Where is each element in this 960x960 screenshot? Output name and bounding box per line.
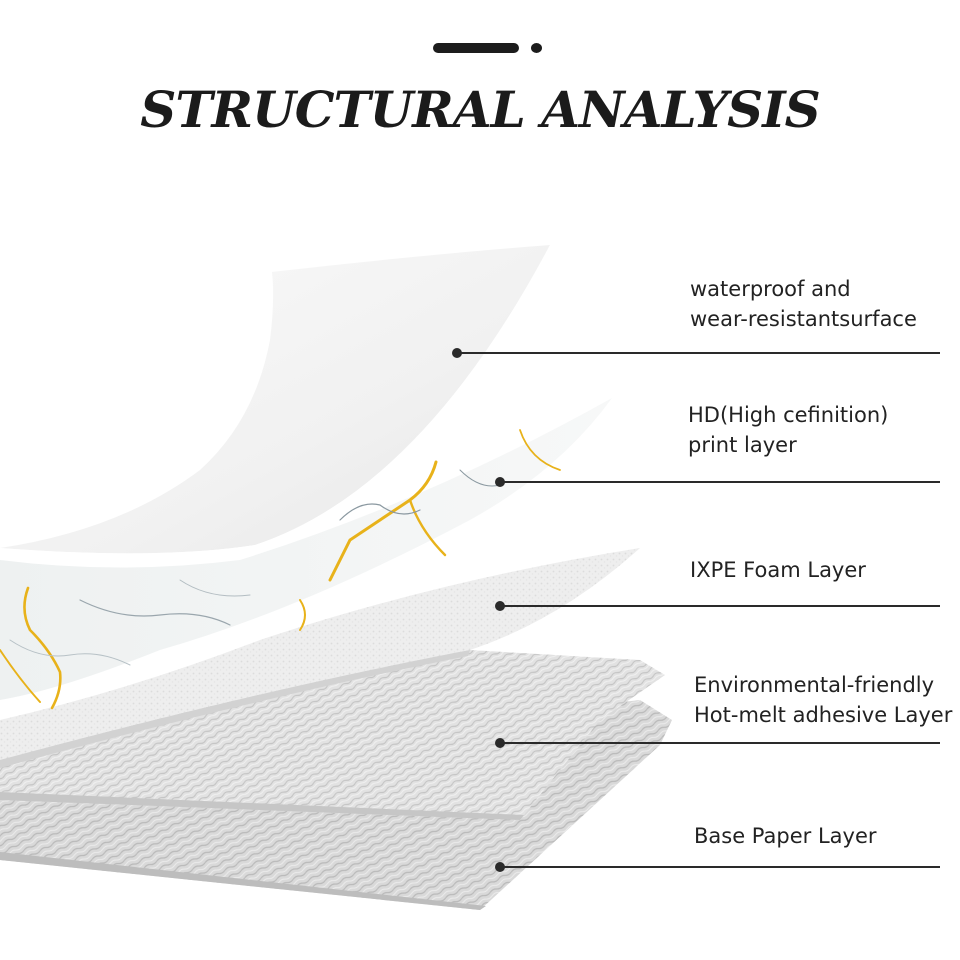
leader-dot-ixpe-foam <box>495 601 505 611</box>
page-title: STRUCTURAL ANALYSIS <box>140 80 821 139</box>
marble-veins <box>0 429 561 710</box>
label-waterproof-surface: waterproof and wear-resistantsurface <box>690 274 917 334</box>
label-base-paper: Base Paper Layer <box>694 821 877 851</box>
leader-dot-waterproof <box>452 348 462 358</box>
slider-pill-icon <box>433 43 519 53</box>
leader-line-hd-print <box>500 481 940 483</box>
label-hd-print: HD(High cefinition) print layer <box>688 400 888 460</box>
label-line: HD(High cefinition) <box>688 403 889 427</box>
label-line: Hot-melt adhesive Layer <box>694 703 953 727</box>
ixpe-foam-layer <box>0 548 640 760</box>
label-line: Base Paper Layer <box>694 824 877 848</box>
label-hot-melt-adhesive: Environmental-friendly Hot-melt adhesive… <box>694 670 952 730</box>
waterproof-surface-layer <box>0 245 550 554</box>
leader-line-waterproof <box>458 352 940 354</box>
leader-dot-hot-melt <box>495 738 505 748</box>
hot-melt-adhesive-layer <box>0 650 665 820</box>
leader-dot-base-paper <box>495 862 505 872</box>
label-ixpe-foam: IXPE Foam Layer <box>690 555 866 585</box>
hd-print-layer <box>0 398 612 700</box>
label-line: wear-resistantsurface <box>690 307 917 331</box>
label-line: waterproof and <box>690 277 851 301</box>
label-line: IXPE Foam Layer <box>690 558 866 582</box>
leader-line-base-paper <box>500 866 940 868</box>
label-line: print layer <box>688 433 797 457</box>
leader-dot-hd-print <box>495 477 505 487</box>
label-line: Environmental-friendly <box>694 673 935 697</box>
leader-line-ixpe-foam <box>500 605 940 607</box>
slider-dot-icon <box>531 43 542 53</box>
leader-line-hot-melt <box>500 742 940 744</box>
